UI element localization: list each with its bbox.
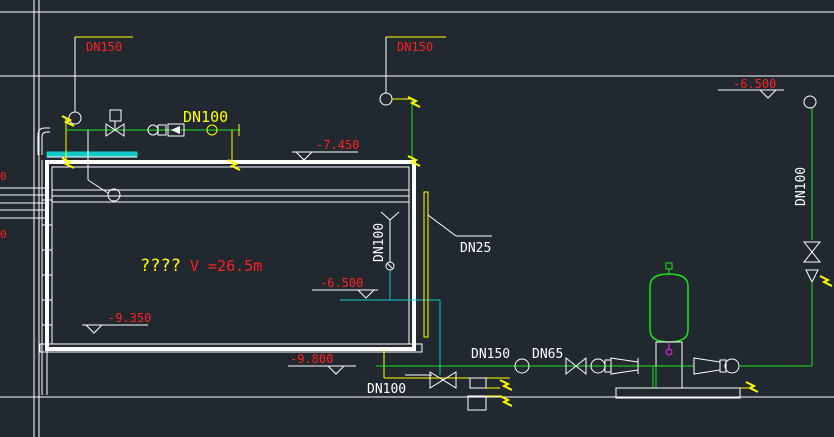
label-dn100-top: DN100 xyxy=(183,108,228,126)
label-elev-6500-tank: -6.500 xyxy=(320,276,363,290)
yellow-marker-2 xyxy=(61,157,75,169)
label-dn25: DN25 xyxy=(460,241,491,256)
pump-line xyxy=(470,356,694,388)
label-dn150-left: DN150 xyxy=(86,40,122,54)
yellow-marker-1 xyxy=(61,115,75,127)
pump-right xyxy=(693,357,812,393)
edge-label-0b: 0 xyxy=(0,228,7,241)
label-dn150-mid: DN150 xyxy=(397,40,433,54)
equipment-base xyxy=(615,387,741,399)
manhole-cover xyxy=(46,151,138,158)
tank-ladder xyxy=(37,127,52,395)
elevation-mark-9350 xyxy=(82,324,148,334)
pipe-dn150-mid xyxy=(379,36,446,167)
pipe-dn150-left xyxy=(65,36,133,202)
left-edge-lines xyxy=(0,187,48,219)
elevation-mark-6500-tank xyxy=(312,289,378,299)
label-dn100-right-vertical: DN100 xyxy=(794,167,809,206)
outlet-pipe-bottom xyxy=(376,349,515,411)
riser-dn100-right xyxy=(718,89,833,366)
label-dn150-bottom: DN150 xyxy=(471,347,510,362)
elevation-mark-7450 xyxy=(292,151,358,161)
inlet-valve-assembly xyxy=(100,109,241,171)
pipe-dn100-tank-vertical xyxy=(340,211,441,375)
label-elev-9800: -9.800 xyxy=(290,352,333,366)
label-volume: V =26.5m xyxy=(190,257,262,275)
label-volume-unknown: ???? xyxy=(140,256,181,276)
pipe-dn25 xyxy=(423,191,492,338)
elevation-mark-9800 xyxy=(288,365,356,375)
pressure-tank xyxy=(649,262,694,389)
edge-label-0: 0 xyxy=(0,170,7,183)
label-dn65: DN65 xyxy=(532,347,563,362)
label-dn100-bottom: DN100 xyxy=(367,382,406,397)
label-elev-6500-right: -6.500 xyxy=(733,77,776,91)
label-dn100-tank-vertical: DN100 xyxy=(372,223,387,262)
label-elev-9350: -9.350 xyxy=(108,311,151,325)
label-elev-7450: -7.450 xyxy=(316,138,359,152)
